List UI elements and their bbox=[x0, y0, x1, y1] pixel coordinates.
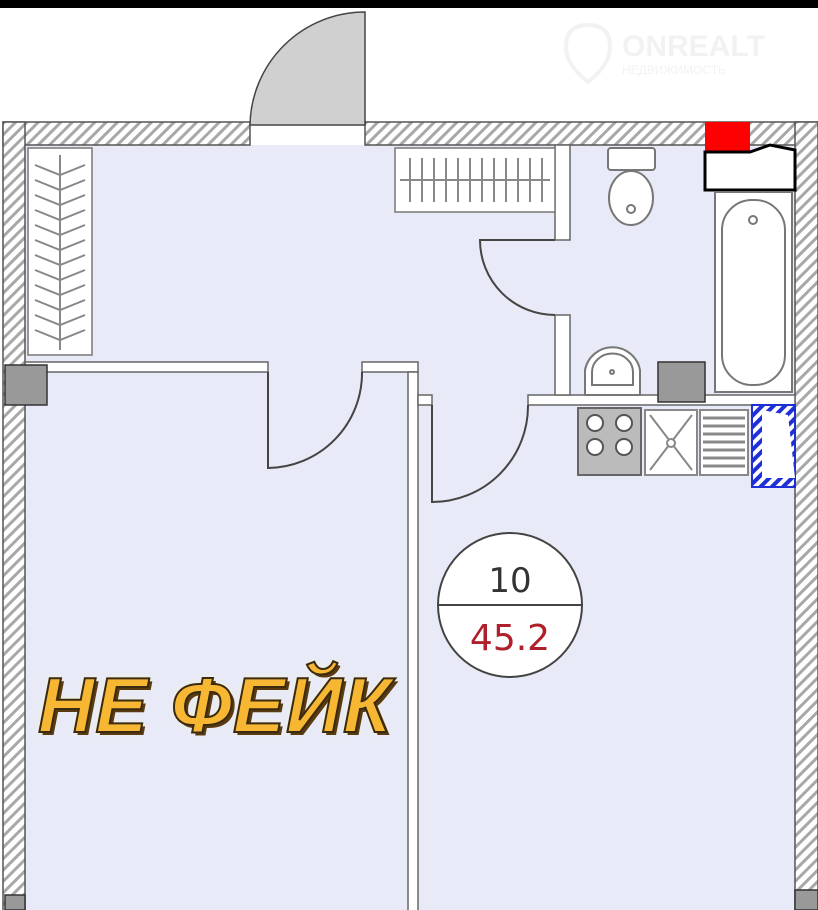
top-bar bbox=[0, 0, 818, 8]
watermark-logo: ONREALT НЕДВИЖИМОСТЬ bbox=[563, 22, 765, 85]
stove-icon bbox=[577, 407, 642, 476]
apartment-area: 45.2 bbox=[470, 618, 550, 659]
overlay-stamp-text: НЕ ФЕЙК bbox=[37, 660, 393, 750]
fridge-icon bbox=[751, 404, 796, 488]
outer-walls bbox=[2, 121, 818, 910]
toilet-icon bbox=[607, 147, 656, 226]
columns bbox=[4, 361, 818, 910]
vent-shaft bbox=[703, 143, 797, 192]
wardrobe bbox=[394, 147, 556, 213]
bathroom-sink-icon bbox=[584, 346, 641, 396]
kitchen-door bbox=[431, 404, 530, 504]
kitchen-sink-icon bbox=[644, 409, 698, 476]
apartment-number: 10 bbox=[488, 561, 531, 601]
bathroom-door bbox=[478, 239, 556, 316]
apartment-label: 10 45.2 bbox=[437, 532, 583, 678]
bathtub-icon bbox=[714, 191, 793, 393]
radiator bbox=[27, 147, 93, 356]
red-marker bbox=[705, 122, 750, 152]
drainer-icon bbox=[699, 409, 749, 476]
svg-text:ONREALT: ONREALT bbox=[622, 30, 765, 63]
room-door bbox=[267, 371, 364, 470]
svg-text:НЕДВИЖИМОСТЬ: НЕДВИЖИМОСТЬ bbox=[622, 63, 726, 77]
entrance-door bbox=[249, 11, 366, 126]
